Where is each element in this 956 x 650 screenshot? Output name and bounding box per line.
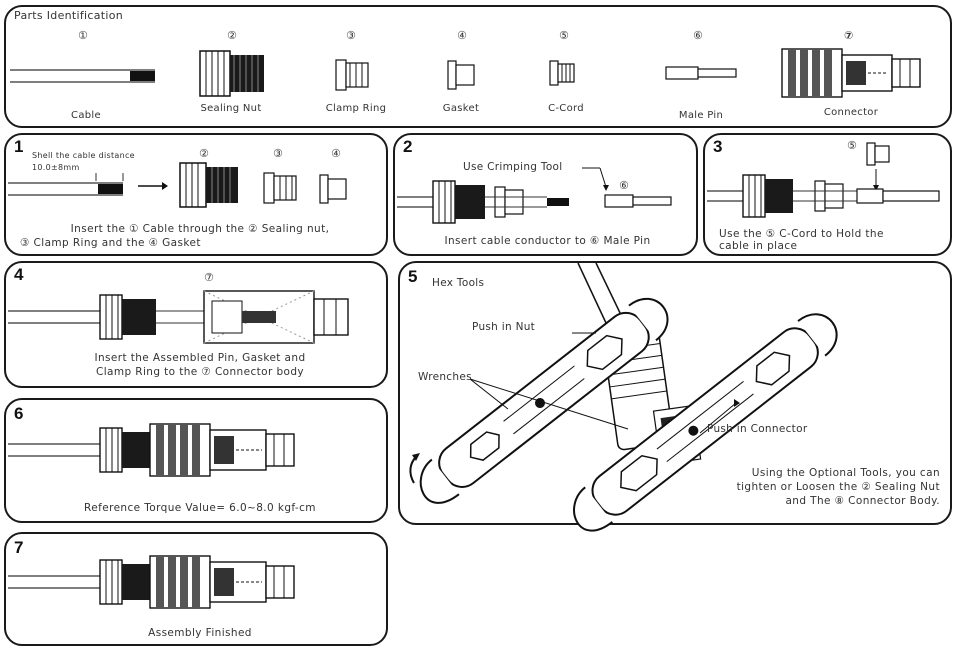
sealing-nut-illustration bbox=[199, 50, 264, 97]
part-label-gasket: Gasket bbox=[442, 103, 480, 114]
parts-title: Parts Identification bbox=[14, 9, 124, 22]
hex-tools-title: Hex Tools bbox=[432, 277, 485, 289]
male-pin-illustration bbox=[665, 66, 737, 80]
step-number: 4 bbox=[14, 265, 24, 284]
crimping-tool-label: Use Crimping Tool bbox=[463, 161, 563, 173]
clamp-ring-illustration bbox=[335, 59, 369, 91]
part-num-sealing-nut: ② bbox=[227, 29, 237, 42]
step-number: 5 bbox=[408, 267, 418, 286]
part-num-clamp-ring: ③ bbox=[346, 29, 356, 42]
gasket-illustration bbox=[447, 60, 475, 90]
step5-caption-line3: and The ⑧ Connector Body. bbox=[785, 495, 940, 507]
step1-caption-line2: ③ Clamp Ring and the ④ Gasket bbox=[20, 237, 201, 249]
step-number: 1 bbox=[14, 137, 24, 156]
shell-distance-label: Shell the cable distance bbox=[32, 151, 135, 160]
crimping-tool-arrow-icon bbox=[582, 167, 609, 191]
part-label-male-pin: Male Pin bbox=[678, 110, 724, 121]
step-number: 2 bbox=[403, 137, 413, 156]
step4-caption-line2: Clamp Ring to the ⑦ Connector body bbox=[95, 366, 305, 378]
step-5-panel: 5 Hex Tools bbox=[398, 261, 952, 532]
step1-sealing-nut-illustration bbox=[179, 162, 238, 208]
step1-gasket-illustration bbox=[319, 174, 347, 204]
step2-num-male-pin: ⑥ bbox=[619, 179, 629, 192]
step-6-panel: 6 Reference Torque Value= 6.0~8.0 kgf-cm bbox=[4, 398, 388, 523]
part-num-connector: ⑦ bbox=[844, 29, 854, 42]
step4-assembly-illustration bbox=[8, 290, 349, 344]
part-label-clamp-ring: Clamp Ring bbox=[325, 103, 387, 114]
step5-caption-line1: Using the Optional Tools, you can bbox=[751, 467, 940, 479]
step-number: 6 bbox=[14, 404, 24, 423]
step1-num-sealing-nut: ② bbox=[199, 147, 209, 160]
step1-num-gasket: ④ bbox=[331, 147, 341, 160]
step3-num-c-cord: ⑤ bbox=[847, 139, 857, 152]
cable-illustration bbox=[10, 69, 155, 83]
c-cord-illustration bbox=[549, 60, 575, 86]
step2-assembly-illustration bbox=[397, 180, 672, 224]
step4-num-connector: ⑦ bbox=[204, 271, 214, 284]
step1-num-clamp-ring: ③ bbox=[273, 147, 283, 160]
part-label-sealing-nut: Sealing Nut bbox=[200, 103, 262, 114]
step-2-panel: 2 Use Crimping Tool ⑥ Insert cable condu… bbox=[393, 133, 698, 256]
connector-illustration bbox=[781, 48, 921, 98]
step4-caption-line1: Insert the Assembled Pin, Gasket and bbox=[94, 352, 306, 364]
step-3-panel: 3 ⑤ Use the ⑤ C-Cord to Hold the cable i… bbox=[703, 133, 952, 256]
step5-caption-line2: tighten or Loosen the ② Sealing Nut bbox=[736, 481, 940, 493]
step3-caption-line1: Use the ⑤ C-Cord to Hold the bbox=[719, 228, 884, 240]
step6-assembly-illustration bbox=[8, 423, 295, 477]
step-number: 3 bbox=[713, 137, 723, 156]
arrow-right-icon bbox=[138, 182, 168, 190]
part-label-c-cord: C-Cord bbox=[548, 103, 584, 114]
step-number: 7 bbox=[14, 538, 24, 557]
part-num-c-cord: ⑤ bbox=[559, 29, 569, 42]
part-label-cable: Cable bbox=[71, 110, 101, 121]
part-num-gasket: ④ bbox=[457, 29, 467, 42]
step3-assembly-illustration bbox=[707, 169, 940, 218]
step1-cable-illustration bbox=[8, 173, 124, 196]
part-label-connector: Connector bbox=[823, 107, 879, 118]
wrenches-label: Wrenches bbox=[418, 371, 472, 383]
shell-distance-value: 10.0±8mm bbox=[32, 163, 80, 172]
step-4-panel: 4 ⑦ Insert the Assembled Pin, Gasket and… bbox=[4, 261, 388, 388]
step3-c-cord-illustration bbox=[866, 142, 890, 166]
step-7-panel: 7 Assembly Finished bbox=[4, 532, 388, 646]
step2-caption: Insert cable conductor to ⑥ Male Pin bbox=[444, 235, 651, 247]
step3-caption-line2: cable in place bbox=[719, 240, 798, 252]
push-in-connector-label: Push in Connector bbox=[707, 423, 808, 435]
part-num-male-pin: ⑥ bbox=[693, 29, 703, 42]
step-1-panel: 1 Shell the cable distance 10.0±8mm ② ③ … bbox=[4, 133, 388, 256]
step1-clamp-ring-illustration bbox=[263, 172, 297, 204]
push-in-nut-label: Push in Nut bbox=[472, 321, 536, 333]
step7-caption: Assembly Finished bbox=[148, 627, 252, 639]
step6-caption: Reference Torque Value= 6.0~8.0 kgf-cm bbox=[84, 502, 316, 514]
step1-caption-line1: Insert the ① Cable through the ② Sealing… bbox=[70, 223, 330, 235]
step7-assembly-illustration bbox=[8, 555, 295, 609]
hex-tools-illustration bbox=[409, 262, 838, 532]
parts-identification-panel: Parts Identification ① Cable ② Sealing N… bbox=[4, 5, 952, 128]
part-num-cable: ① bbox=[78, 29, 88, 42]
